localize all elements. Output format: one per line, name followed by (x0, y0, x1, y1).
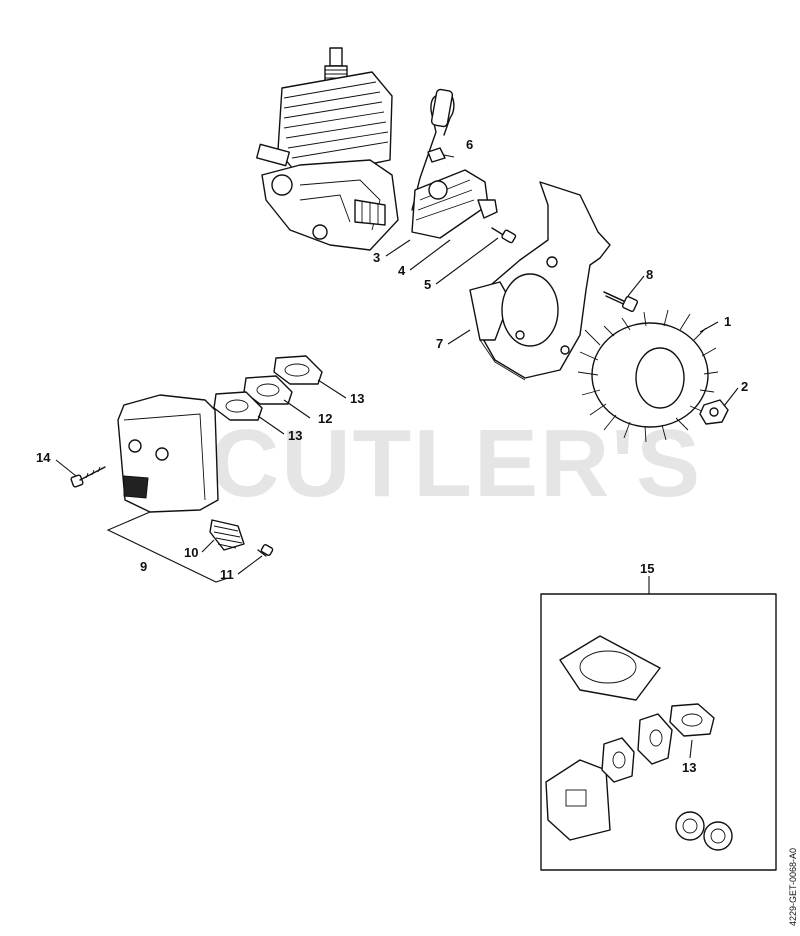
callout-9: 9 (140, 559, 147, 574)
screw-14 (70, 466, 106, 488)
leader-lines (55, 154, 739, 759)
callout-13-middle: 13 (288, 428, 302, 443)
callout-14: 14 (36, 450, 51, 465)
engine-illustration (255, 47, 399, 251)
gasket-kit (540, 593, 777, 871)
callout-11: 11 (220, 567, 234, 582)
spark-arrestor-screen (209, 519, 245, 551)
callout-15: 15 (640, 561, 654, 576)
callout-4: 4 (398, 263, 406, 278)
muffler-gaskets (213, 355, 323, 421)
screw-11 (257, 544, 274, 557)
callout-12: 12 (318, 411, 332, 426)
ignition-module (411, 88, 498, 239)
flywheel (577, 309, 719, 443)
callout-6: 6 (466, 137, 473, 152)
screw-5 (491, 227, 517, 244)
callout-1: 1 (724, 314, 731, 329)
callout-5: 5 (424, 277, 431, 292)
callout-2: 2 (741, 379, 748, 394)
callout-8: 8 (646, 267, 653, 282)
reference-code: 4229-GET-0068-A0 (788, 848, 798, 926)
screw-8 (603, 291, 639, 313)
nut (699, 399, 729, 425)
callout-13-top: 13 (350, 391, 364, 406)
watermark-text: CUTLER'S (210, 410, 702, 517)
muffler (117, 394, 219, 513)
callout-7: 7 (436, 336, 443, 351)
callout-10: 10 (184, 545, 198, 560)
callout-13-kit: 13 (682, 760, 696, 775)
clip-part (427, 147, 446, 163)
callout-numbers: 1 2 3 4 5 6 7 8 9 10 11 12 13 13 13 14 1… (36, 137, 748, 775)
callout-3: 3 (373, 250, 380, 265)
fan-housing (469, 181, 611, 381)
